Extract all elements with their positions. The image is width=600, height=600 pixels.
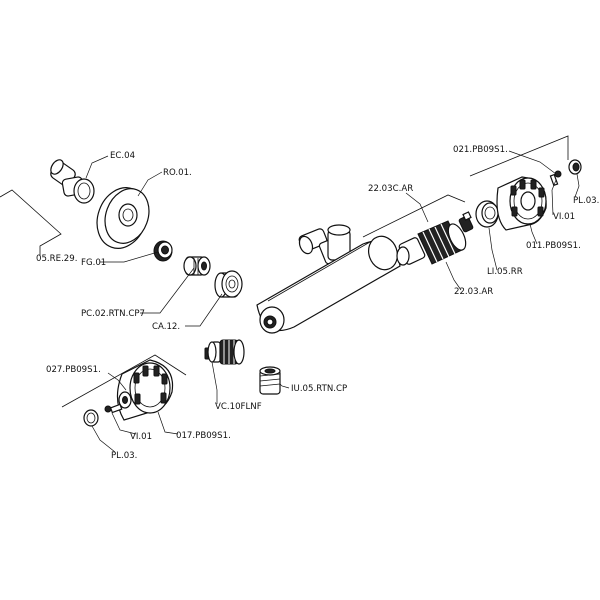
part-labels: EC.04 RO.01. 05.RE.29. FG.01 PC.02.RTN.C… [36, 145, 599, 461]
label-ca12: CA.12. [152, 322, 180, 332]
label-017-pb09s1: 017.PB09S1. [176, 431, 231, 441]
part-plug-left [83, 409, 99, 427]
label-22-03c-ar: 22.03C.AR [368, 184, 413, 194]
part-handle-right [496, 176, 547, 231]
label-fg01: FG.01 [81, 258, 106, 268]
part-pc-fitting [183, 256, 211, 276]
label-pl03-left: PL.03. [111, 451, 137, 461]
construction-line-left [0, 189, 62, 256]
construction-line-right [469, 135, 569, 177]
label-021-pb09s1: 021.PB09S1. [453, 145, 508, 155]
part-elbow-connector [50, 159, 95, 204]
part-mixer-body [256, 224, 401, 334]
part-ring [475, 200, 499, 228]
label-011-pb09s1: 011.PB09S1. [526, 241, 581, 251]
label-027-pb09s1: 027.PB09S1. [46, 365, 101, 375]
part-screw-left [104, 403, 123, 414]
part-rosette [96, 187, 150, 249]
part-handle-left [116, 359, 174, 421]
label-vi01-right: VI.01 [553, 212, 575, 222]
label-vc10flnf: VC.10FLNF [215, 402, 262, 412]
label-pc02: PC.02.RTN.CP7 [81, 309, 145, 319]
construction-lines [0, 135, 569, 408]
leader-lines [85, 150, 580, 453]
part-fg-nut [153, 240, 173, 262]
label-pl03-right: PL.03. [573, 196, 599, 206]
label-ro01: RO.01. [163, 168, 192, 178]
part-cap-nut [214, 270, 243, 298]
label-iu05-rtn-cp: IU.05.RTN.CP [291, 384, 347, 394]
label-ec04: EC.04 [110, 151, 135, 161]
part-screw-right [549, 170, 562, 187]
label-vi01-left: VI.01 [130, 432, 152, 442]
part-plug-right [568, 159, 582, 175]
part-valve-cartridge [204, 339, 245, 365]
label-05-re-29: 05.RE.29. [36, 254, 77, 264]
label-22-03-ar: 22.03.AR [454, 287, 493, 297]
label-li05-rr: LI.05.RR [487, 267, 523, 277]
construction-line-middle [362, 194, 466, 238]
part-cartridge [396, 211, 474, 266]
construction-line-bottom-left [61, 354, 187, 408]
part-insert [259, 366, 281, 395]
